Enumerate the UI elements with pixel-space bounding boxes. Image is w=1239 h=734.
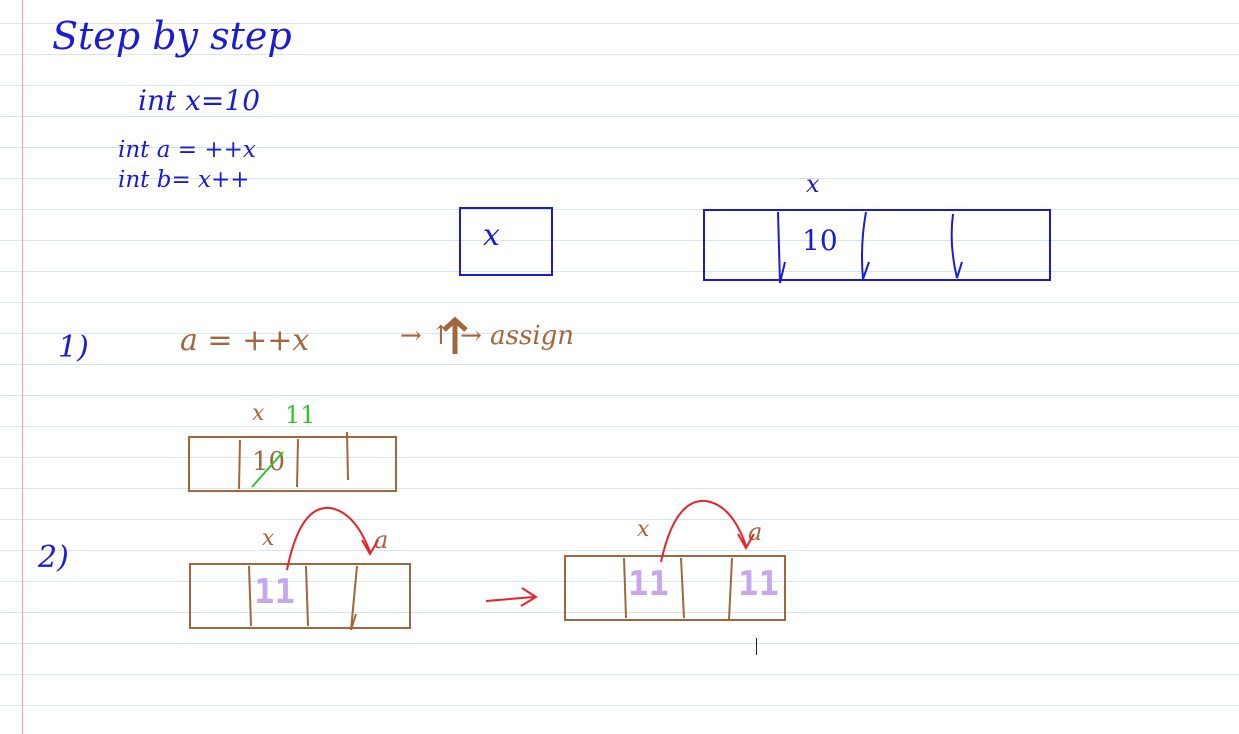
text-cursor bbox=[756, 638, 757, 655]
step-2-number: 2) bbox=[38, 540, 69, 575]
code-line-2: int a = ++x bbox=[118, 137, 256, 163]
variable-box-label: x bbox=[483, 218, 500, 253]
step-2-left-divider-1 bbox=[248, 565, 252, 627]
step-2-left-array bbox=[189, 563, 411, 629]
step-1-new-value: 11 bbox=[285, 401, 316, 429]
memory-divider-2 bbox=[861, 211, 870, 280]
step-2-left-divider-3 bbox=[350, 565, 358, 631]
notebook-margin-line bbox=[22, 0, 23, 734]
memory-cell-label: x bbox=[806, 170, 820, 198]
step-1-divider-1 bbox=[238, 439, 241, 490]
step-1-strike bbox=[251, 451, 284, 488]
step-2-right-divider-3 bbox=[728, 557, 733, 621]
step-2-right-value-a: 11 bbox=[738, 564, 779, 604]
step-1-old-value: 10 bbox=[252, 447, 286, 477]
step-2-left-value: 11 bbox=[254, 572, 295, 612]
page-title: Step by step bbox=[52, 14, 292, 58]
step-2-right-label-x: x bbox=[637, 517, 650, 542]
step-2-right-value-x: 11 bbox=[628, 564, 669, 604]
step-1-expression: a = ++x bbox=[180, 323, 310, 358]
memory-cell-value: 10 bbox=[802, 224, 838, 257]
step-1-divider-3 bbox=[346, 431, 349, 481]
step-2-left-label-a: a bbox=[374, 526, 389, 554]
memory-divider-1 bbox=[777, 211, 786, 284]
code-line-1: int x=10 bbox=[138, 84, 261, 117]
step-1-flow: → ↑ → assign bbox=[400, 321, 575, 351]
step-2-left-copy-arrow bbox=[286, 506, 379, 571]
memory-divider-3 bbox=[950, 213, 963, 279]
step-1-array-label: x bbox=[252, 401, 265, 426]
step-2-right-copy-arrow bbox=[660, 499, 755, 563]
step-1-divider-2 bbox=[296, 438, 299, 488]
step-2-left-divider-2 bbox=[305, 565, 309, 627]
code-line-3: int b= x++ bbox=[118, 167, 250, 193]
step-2-transition-arrow bbox=[485, 587, 538, 607]
step-1-number: 1) bbox=[58, 330, 89, 365]
memory-array bbox=[703, 209, 1051, 281]
step-1-up-arrow bbox=[442, 316, 468, 354]
variable-box bbox=[459, 207, 553, 276]
step-2-right-divider-1 bbox=[623, 557, 627, 619]
step-2-left-label-x: x bbox=[262, 526, 275, 551]
step-1-array bbox=[188, 436, 397, 492]
step-2-right-array bbox=[564, 555, 786, 621]
step-2-right-divider-2 bbox=[680, 557, 685, 619]
